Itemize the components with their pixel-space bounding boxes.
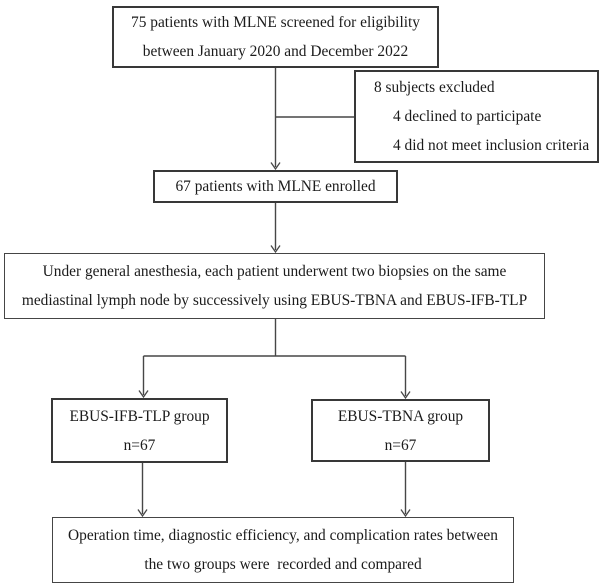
box-screened-patients: 75 patients with MLNE screened for eligi…: [112, 6, 439, 68]
box-outcome-comparison: Operation time, diagnostic efficiency, a…: [52, 517, 514, 583]
group-ifb-count: n=67: [123, 436, 156, 454]
outcome-line-2: the two groups were recorded and compare…: [144, 556, 422, 573]
box-excluded-subjects: 8 subjects excluded 4 declined to partic…: [354, 70, 599, 163]
arrowhead-down-icon: [270, 245, 281, 254]
box-enrolled-patients: 67 patients with MLNE enrolled: [153, 170, 398, 203]
box-group-ebus-ifb-tlp: EBUS-IFB-TLP group n=67: [51, 398, 228, 463]
arrowhead-down-icon: [138, 390, 149, 399]
screened-line-2: between January 2020 and December 2022: [142, 43, 409, 60]
arrowhead-down-icon: [400, 509, 411, 518]
group-tbna-count: n=67: [384, 436, 417, 454]
arrowhead-down-icon: [137, 509, 148, 518]
outcome-line-1: Operation time, diagnostic efficiency, a…: [68, 527, 498, 544]
procedure-line-2: mediastinal lymph node by successively u…: [21, 292, 528, 309]
arrowhead-down-icon: [270, 162, 281, 171]
excluded-line-3: 4 did not meet inclusion criteria: [393, 137, 590, 154]
arrowhead-down-icon: [400, 391, 411, 400]
enrolled-line-1: 67 patients with MLNE enrolled: [175, 177, 376, 195]
excluded-line-1: 8 subjects excluded: [374, 79, 495, 96]
split-branch-lines: [142, 319, 407, 396]
box-group-ebus-tbna: EBUS-TBNA group n=67: [311, 399, 490, 462]
excluded-line-2: 4 declined to participate: [393, 108, 542, 125]
screened-line-1: 75 patients with MLNE screened for eligi…: [131, 14, 420, 31]
box-procedure-description: Under general anesthesia, each patient u…: [4, 253, 545, 319]
group-tbna-label: EBUS-TBNA group: [337, 407, 464, 425]
procedure-line-1: Under general anesthesia, each patient u…: [42, 263, 507, 280]
group-ifb-label: EBUS-IFB-TLP group: [69, 407, 210, 425]
